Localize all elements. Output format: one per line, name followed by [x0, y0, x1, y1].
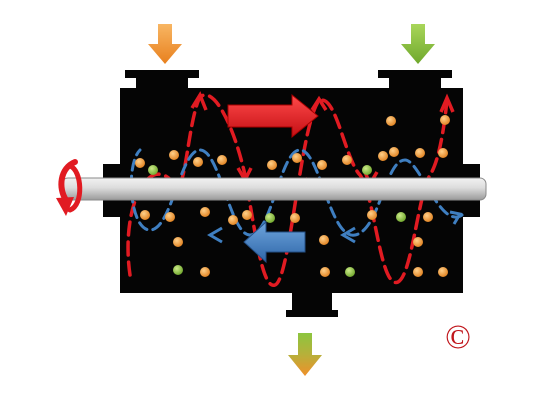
- rotation-arrow-icon: [56, 159, 83, 216]
- inlet-flange-left: [125, 70, 199, 90]
- orange-particle: [423, 212, 433, 222]
- blue-flow-arrowhead-2: [207, 226, 223, 244]
- orange-particle: [386, 116, 396, 126]
- green-particle: [173, 265, 183, 275]
- orange-particle: [135, 158, 145, 168]
- particles: [135, 115, 450, 277]
- orange-particle: [317, 160, 327, 170]
- orange-particle: [413, 267, 423, 277]
- orange-particle: [438, 148, 448, 158]
- orange-particle: [169, 150, 179, 160]
- orange-particle: [217, 155, 227, 165]
- orange-particle: [228, 215, 238, 225]
- orange-particle: [389, 147, 399, 157]
- orange-particle: [292, 153, 302, 163]
- green-particle: [148, 165, 158, 175]
- orange-particle: [173, 237, 183, 247]
- orange-particle: [342, 155, 352, 165]
- orange-particle: [165, 212, 175, 222]
- orange-particle: [200, 267, 210, 277]
- forward-flow-arrow-icon: [227, 93, 319, 139]
- red-flow-arrowhead-1: [190, 91, 208, 111]
- orange-particle: [413, 237, 423, 247]
- orange-particle: [415, 148, 425, 158]
- green-particle: [396, 212, 406, 222]
- backward-flow-arrow-icon: [243, 220, 306, 264]
- red-flow-arrowhead-4: [310, 95, 328, 111]
- orange-particle: [320, 267, 330, 277]
- orange-particle: [367, 210, 377, 220]
- rotating-shaft: [61, 177, 487, 201]
- orange-particle: [267, 160, 277, 170]
- outlet-flange: [286, 290, 338, 317]
- green-particle: [362, 165, 372, 175]
- orange-particle: [193, 157, 203, 167]
- green-particle: [345, 267, 355, 277]
- orange-particle: [242, 210, 252, 220]
- blue-flow-arrowhead-1: [340, 226, 356, 244]
- orange-particle: [290, 213, 300, 223]
- inlet-arrow-right-icon: [401, 24, 435, 64]
- orange-particle: [378, 151, 388, 161]
- blue-flow-arrowhead-3: [449, 210, 463, 225]
- orange-particle: [440, 115, 450, 125]
- inlet-flange-right: [378, 70, 452, 90]
- green-particle: [265, 213, 275, 223]
- orange-particle: [319, 235, 329, 245]
- orange-particle: [140, 210, 150, 220]
- copyright-symbol: ©: [445, 319, 471, 356]
- red-flow-arrowhead-6: [439, 93, 455, 113]
- outlet-arrow-icon: [288, 333, 322, 376]
- orange-particle: [438, 267, 448, 277]
- inlet-arrow-left-icon: [148, 24, 182, 64]
- orange-particle: [200, 207, 210, 217]
